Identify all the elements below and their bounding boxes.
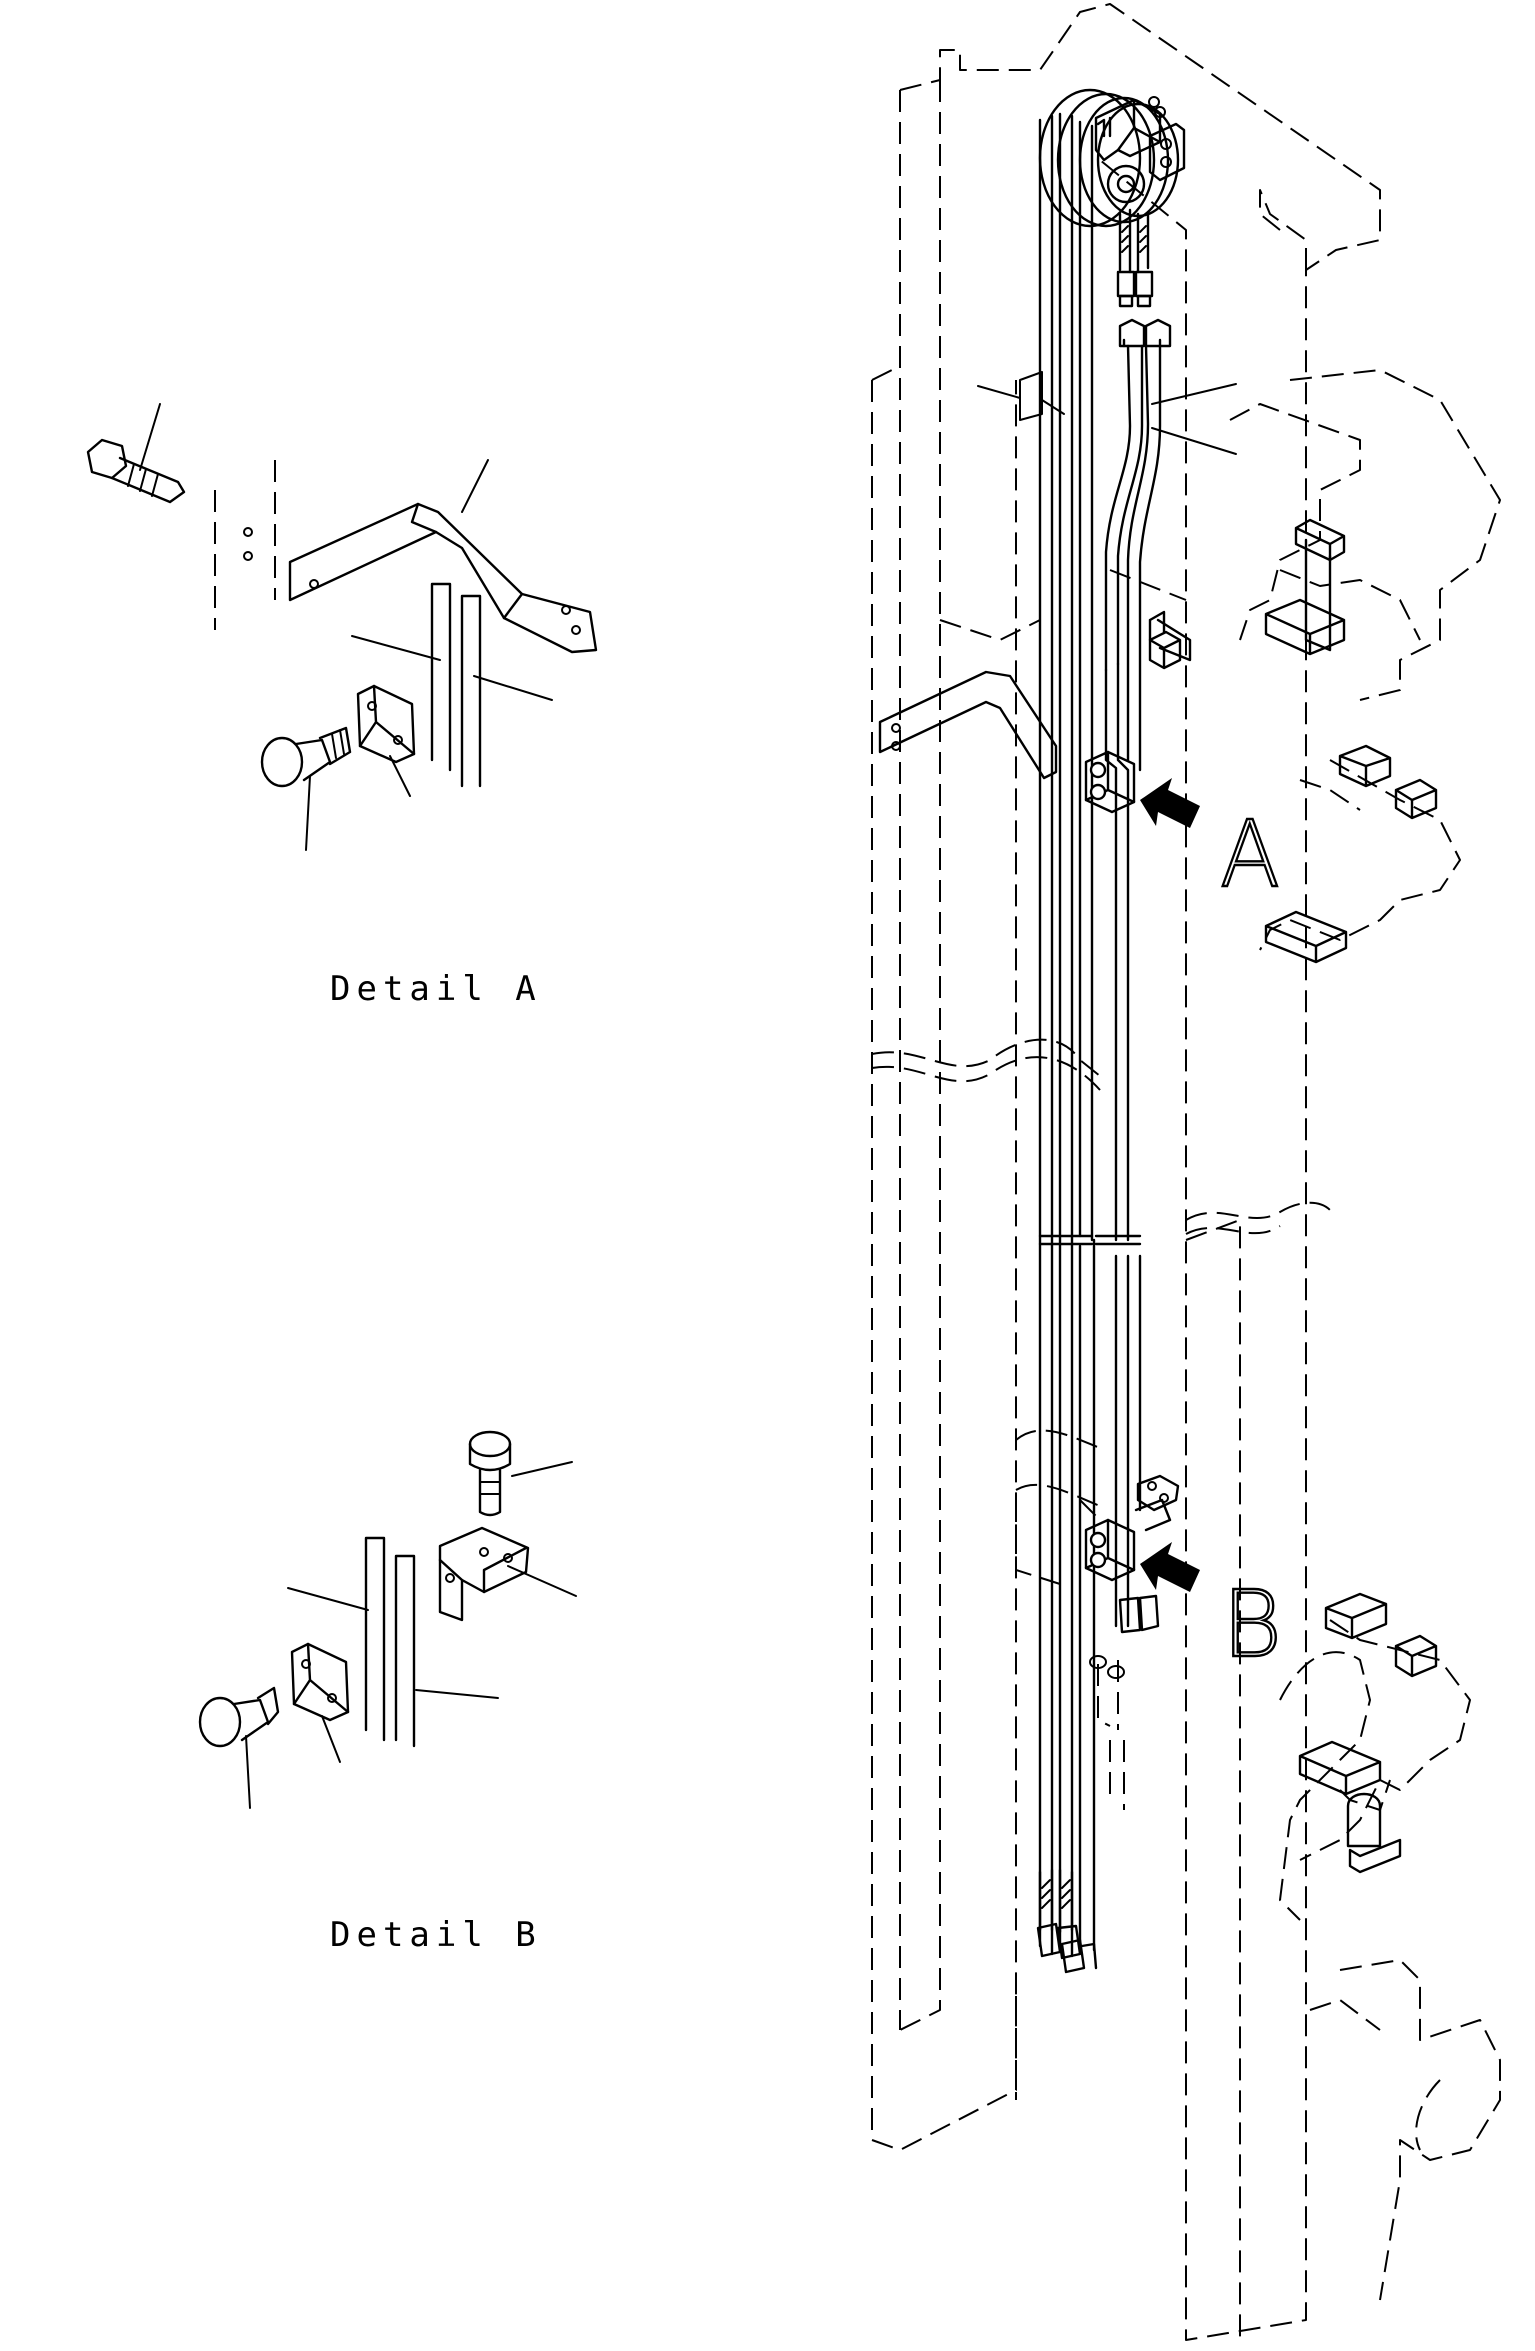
detail-b-bracket — [438, 1526, 530, 1622]
arrow-b — [1140, 1542, 1200, 1592]
detail-a-lower-bolt — [260, 726, 352, 788]
detail-b-caption: Detail B — [330, 1915, 542, 1955]
detail-a-clamp — [356, 684, 416, 764]
detail-b-top-bolt — [468, 1430, 512, 1517]
detail-b-lower-bolt — [198, 1686, 280, 1748]
hose-fittings — [1036, 208, 1172, 1974]
detail-a-bolt — [86, 438, 186, 504]
main-view: A B — [871, 3, 1501, 2341]
view-marker-a: A — [1220, 801, 1280, 908]
clamp-b — [1084, 1474, 1180, 1582]
top-pulley — [1038, 88, 1186, 228]
hoses — [1038, 112, 1162, 1958]
detail-b-hoses — [364, 1536, 416, 1748]
mast-blocks — [1148, 518, 1438, 1874]
view-marker-b: B — [1222, 1571, 1282, 1678]
detail-a-leader-strap — [461, 459, 489, 513]
detail-b-clamp — [290, 1642, 350, 1722]
main-strap — [878, 670, 1058, 780]
detail-a-leader-bolt — [139, 403, 161, 471]
detail-a-caption: Detail A — [330, 969, 542, 1009]
detail-a-mast-edge — [214, 460, 276, 630]
detail-a-hoses — [430, 582, 482, 788]
mast-outline — [871, 3, 1501, 2341]
detail-a-group: Detail A — [86, 403, 598, 1009]
arrow-a — [1140, 778, 1200, 828]
detail-b-group: Detail B — [198, 1430, 577, 1955]
clamp-a — [1084, 750, 1136, 814]
detail-a-strap — [288, 502, 598, 654]
